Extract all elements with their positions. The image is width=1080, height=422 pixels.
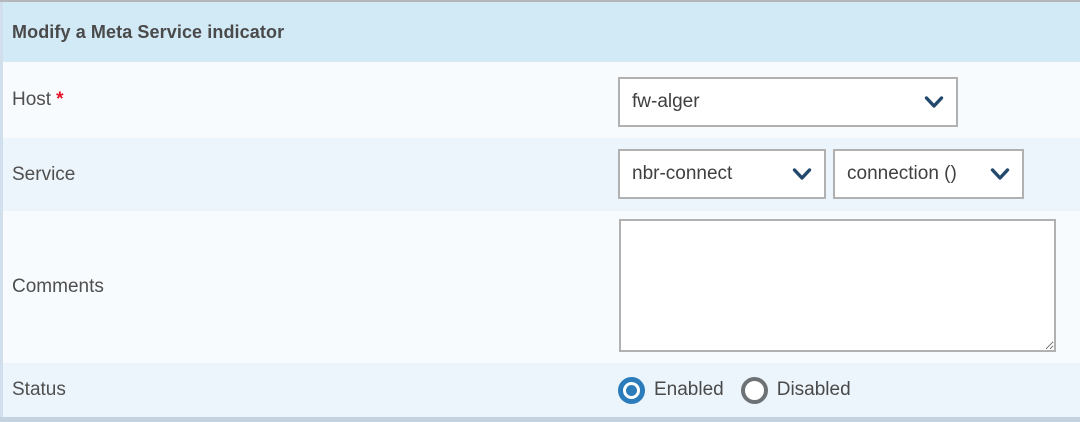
form-header: Modify a Meta Service indicator	[3, 2, 1080, 62]
chevron-down-icon	[990, 168, 1010, 180]
status-label: Status	[12, 379, 66, 400]
host-select-value: fw-alger	[632, 91, 700, 112]
service-select-value: nbr-connect	[632, 163, 733, 184]
panel-top-border	[0, 0, 1080, 2]
chevron-down-icon	[792, 168, 812, 180]
panel-left-border	[0, 2, 3, 417]
comments-label: Comments	[12, 276, 104, 297]
chevron-down-icon	[924, 96, 944, 108]
service-metric-select-value: connection ()	[847, 163, 957, 184]
comments-textarea[interactable]	[619, 219, 1056, 352]
status-radio-disabled-label[interactable]: Disabled	[776, 379, 851, 400]
host-select[interactable]: fw-alger	[618, 77, 958, 127]
status-row: Status	[3, 363, 1080, 417]
panel-bottom-strip	[0, 417, 1080, 422]
status-radio-group: Enabled Disabled	[618, 363, 851, 417]
status-radio-enabled[interactable]	[618, 376, 645, 404]
service-select[interactable]: nbr-connect	[618, 149, 826, 199]
status-radio-enabled-label[interactable]: Enabled	[654, 379, 724, 400]
service-label: Service	[12, 163, 76, 185]
status-radio-disabled[interactable]	[740, 376, 768, 404]
required-asterisk: *	[56, 89, 64, 110]
host-label: Host	[12, 89, 52, 110]
page-title: Modify a Meta Service indicator	[12, 21, 285, 42]
service-metric-select[interactable]: connection ()	[833, 149, 1024, 199]
